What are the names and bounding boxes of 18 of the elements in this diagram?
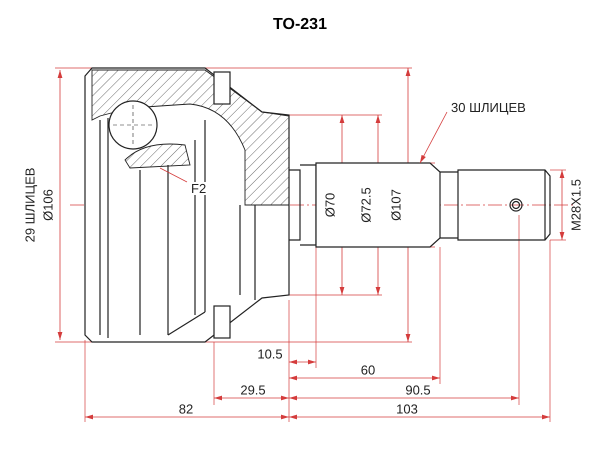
diameter-label: M28X1.5 xyxy=(570,178,582,232)
dimension-label: 90.5 xyxy=(405,384,431,396)
diameter-label: Ø107 xyxy=(390,189,402,221)
leader-line xyxy=(160,168,188,182)
dimension-label: 10.5 xyxy=(257,348,283,360)
callout-text: F2 xyxy=(190,182,208,195)
callout-text: 30 ШЛИЦЕВ xyxy=(450,101,527,114)
title: TO-231 xyxy=(273,16,327,34)
diameter-label: Ø106 xyxy=(42,189,54,221)
diameter-label: 29 ШЛИЦЕВ xyxy=(24,168,36,242)
dimension-label: 82 xyxy=(178,402,194,416)
dimension-label: 60 xyxy=(360,364,376,376)
spline-shaft-section xyxy=(315,162,441,248)
dimension-label: 29.5 xyxy=(240,384,266,396)
diameter-label: Ø70 xyxy=(324,192,336,218)
leader-line xyxy=(420,112,448,164)
diameter-label: Ø72.5 xyxy=(360,187,372,223)
dimension-label: 103 xyxy=(396,402,418,416)
